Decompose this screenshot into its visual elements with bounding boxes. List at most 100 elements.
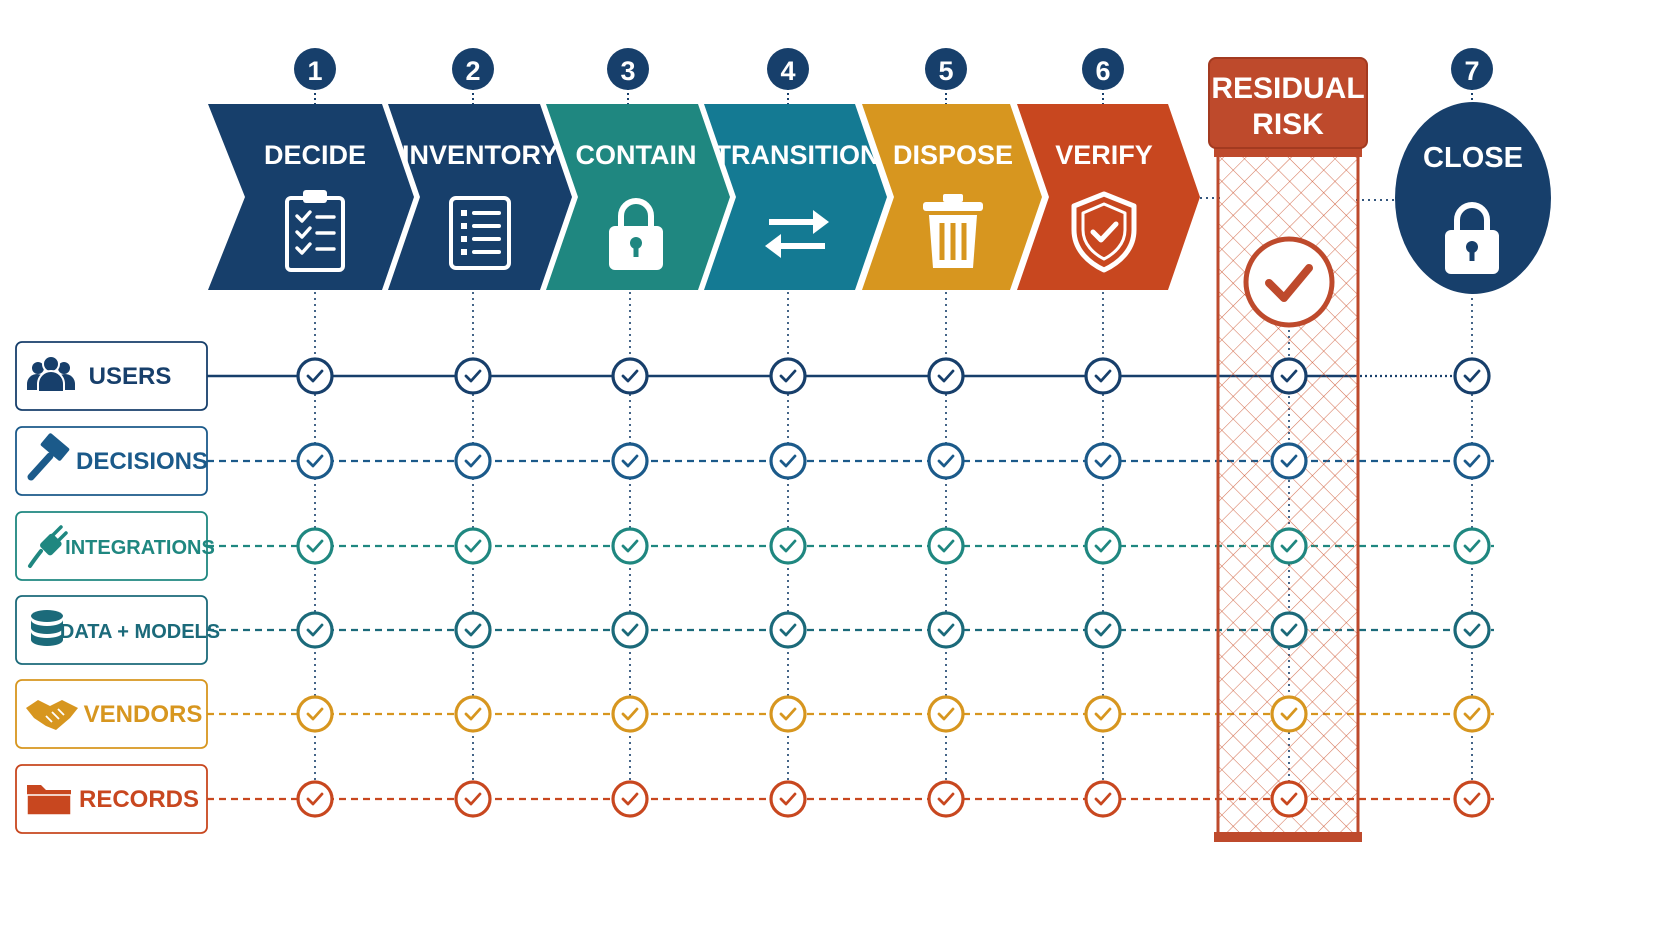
- check-mark-icon: [927, 780, 965, 818]
- check-mark-icon: [769, 695, 807, 733]
- check-mark-icon: [296, 527, 334, 565]
- check-mark-icon: [927, 357, 965, 395]
- step-number-badge: 4: [767, 48, 809, 104]
- step-number: 1: [307, 56, 322, 86]
- check-mark-icon: [1453, 780, 1491, 818]
- handshake-icon: [26, 700, 78, 730]
- check-mark-icon: [1084, 357, 1122, 395]
- check-mark-icon: [611, 527, 649, 565]
- step-number: 4: [780, 56, 795, 86]
- check-mark-icon: [1453, 695, 1491, 733]
- check-mark-icon: [296, 442, 334, 480]
- check-mark-icon: [769, 780, 807, 818]
- row-label-box: [15, 764, 208, 834]
- row-label-box: [15, 511, 208, 581]
- step-number: 6: [1095, 56, 1110, 86]
- check-mark-icon: [296, 695, 334, 733]
- check-mark-icon: [1453, 357, 1491, 395]
- chevron-shape: [704, 104, 887, 290]
- check-mark-icon: [611, 780, 649, 818]
- step-number-badge: 6: [1082, 48, 1124, 104]
- check-mark-icon: [1084, 442, 1122, 480]
- plug-icon: [28, 525, 68, 568]
- check-mark-icon: [927, 611, 965, 649]
- check-mark-icon: [1270, 527, 1308, 565]
- check-mark-icon: [769, 527, 807, 565]
- row-integrations: INTEGRATIONS: [15, 511, 215, 581]
- row-label-box: [15, 679, 208, 749]
- check-mark-icon: [296, 611, 334, 649]
- row-label: RECORDS: [79, 786, 199, 813]
- check-mark-icon: [1270, 611, 1308, 649]
- step-label: DECIDE: [264, 140, 366, 170]
- list-document-icon: [449, 196, 511, 270]
- check-mark-icon: [454, 442, 492, 480]
- step-number-badge: 5: [925, 48, 967, 104]
- step-chevron-decide: DECIDE: [208, 104, 414, 290]
- check-mark-icon: [611, 357, 649, 395]
- step-label: CONTAIN: [576, 140, 697, 170]
- check-mark-icon: [927, 442, 965, 480]
- check-mark-icon: [1453, 527, 1491, 565]
- check-mark-icon: [1084, 780, 1122, 818]
- shield-check-icon: [1071, 191, 1137, 273]
- row-vendors: VENDORS: [15, 679, 208, 749]
- check-mark-icon: [611, 611, 649, 649]
- check-mark-icon: [611, 442, 649, 480]
- residual-risk-label-line1: RESIDUAL: [1211, 72, 1364, 105]
- row-label: USERS: [89, 363, 172, 390]
- padlock-icon: [1445, 202, 1499, 274]
- step-number: 7: [1464, 56, 1479, 86]
- check-circle-icon: [1243, 236, 1335, 328]
- check-mark-icon: [611, 695, 649, 733]
- step-label: DISPOSE: [893, 140, 1013, 170]
- step-numbers: 1 2 3 4 5 6 7: [294, 48, 1493, 104]
- check-mark-icon: [1084, 695, 1122, 733]
- check-mark-icon: [454, 611, 492, 649]
- swap-arrows-icon: [765, 210, 829, 258]
- close-label: CLOSE: [1423, 142, 1523, 174]
- check-mark-icon: [769, 442, 807, 480]
- step-number: 5: [938, 56, 953, 86]
- row-label: DECISIONS: [76, 448, 208, 475]
- check-mark-icon: [1270, 780, 1308, 818]
- trash-bin-icon: [923, 194, 983, 268]
- padlock-icon: [609, 198, 663, 270]
- step-chevron-transition: TRANSITION: [704, 104, 887, 290]
- check-mark-icon: [927, 527, 965, 565]
- check-mark-icon: [1084, 611, 1122, 649]
- check-mark-icon: [769, 357, 807, 395]
- chevron-shape: [546, 104, 730, 290]
- step-number-badge: 1: [294, 48, 336, 104]
- step-number: 3: [620, 56, 635, 86]
- close-circle: [1395, 102, 1551, 294]
- check-mark-icon: [454, 527, 492, 565]
- folder-icon: [26, 785, 72, 816]
- row-label: INTEGRATIONS: [65, 537, 215, 559]
- gavel-icon: [27, 433, 70, 481]
- check-grid: [296, 357, 1491, 818]
- check-mark-icon: [1453, 442, 1491, 480]
- step-chevron-contain: CONTAIN: [546, 104, 730, 290]
- check-mark-icon: [1270, 442, 1308, 480]
- check-mark-icon: [769, 611, 807, 649]
- row-records: RECORDS: [15, 764, 208, 834]
- clipboard-checklist-icon: [285, 190, 345, 272]
- step-close: CLOSE: [1395, 102, 1551, 294]
- check-mark-icon: [454, 695, 492, 733]
- check-mark-icon: [1453, 611, 1491, 649]
- check-mark-icon: [1084, 527, 1122, 565]
- check-mark-icon: [454, 780, 492, 818]
- step-number-badge: 3: [607, 48, 649, 104]
- row-labels: USERS DECISIONS INTEGRATIONS DATA + MODELS V…: [15, 341, 220, 834]
- residual-risk-label-line2: RISK: [1252, 108, 1324, 141]
- row-label: DATA + MODELS: [60, 621, 220, 643]
- check-mark-icon: [1270, 695, 1308, 733]
- step-number-badge: 2: [452, 48, 494, 104]
- check-mark-icon: [454, 357, 492, 395]
- database-icon: [31, 610, 63, 646]
- step-chevron-inventory: INVENTORY: [388, 104, 572, 290]
- step-number: 2: [465, 56, 480, 86]
